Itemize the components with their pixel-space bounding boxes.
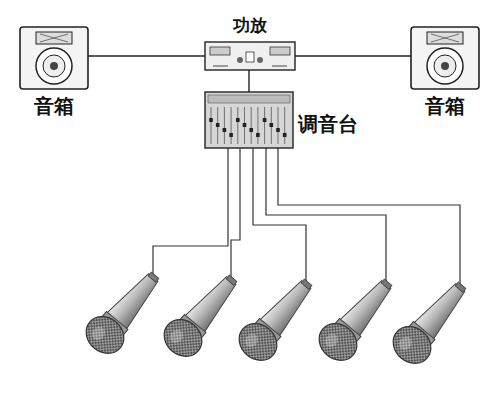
signal-cable — [295, 56, 411, 57]
microphone-icon — [386, 272, 478, 370]
mixer-icon — [205, 92, 293, 148]
microphone-icon — [79, 262, 171, 360]
device-node: 音箱 — [411, 27, 479, 89]
device-label: 调音台 — [298, 114, 358, 134]
device-node: 调音台 — [205, 92, 293, 148]
signal-cable — [249, 70, 250, 92]
device-node: 功放 — [205, 42, 295, 70]
microphone-icon — [232, 269, 324, 367]
speaker-icon — [411, 27, 479, 89]
signal-cable — [88, 56, 205, 57]
device-label: 音箱 — [34, 96, 74, 116]
mic-cable — [153, 148, 460, 286]
microphone-icon — [157, 265, 249, 363]
microphone-icon — [312, 269, 404, 367]
amplifier-icon — [205, 42, 295, 70]
device-label: 音箱 — [425, 96, 465, 116]
speaker-icon — [20, 27, 88, 89]
device-label: 功放 — [233, 17, 267, 34]
device-node: 音箱 — [20, 27, 88, 89]
